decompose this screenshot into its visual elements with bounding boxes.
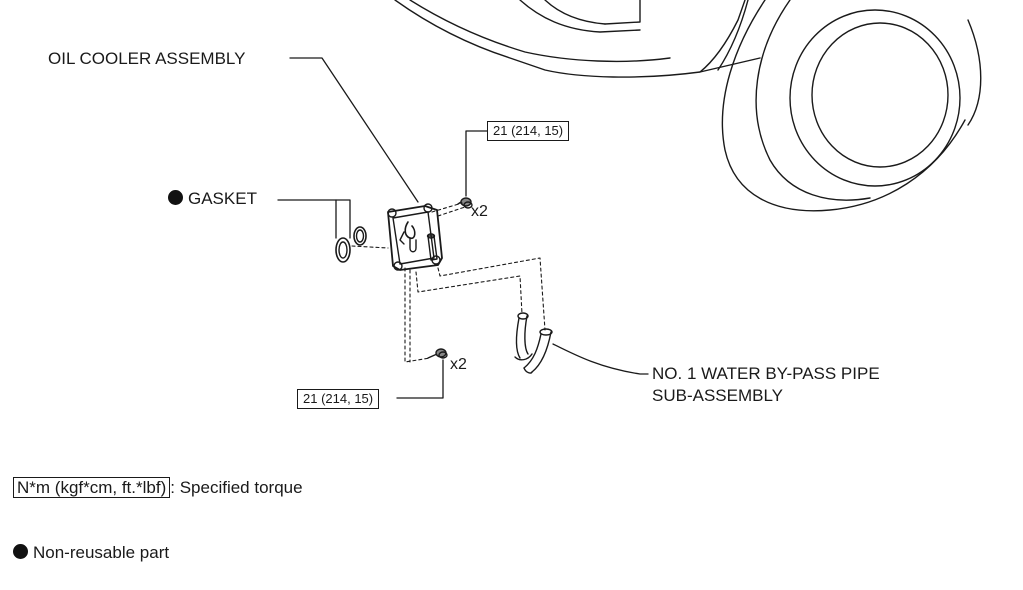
water-bypass-pipes bbox=[514, 312, 553, 374]
legend-torque-desc: : Specified torque bbox=[170, 478, 303, 497]
gasket-label-group: GASKET bbox=[168, 189, 257, 209]
legend-non-reusable: Non-reusable part bbox=[13, 543, 169, 563]
assembly-dashed-lines bbox=[351, 202, 546, 363]
oil-cooler-assembly-label: OIL COOLER ASSEMBLY bbox=[48, 49, 246, 68]
vehicle-body-outline bbox=[394, 0, 761, 78]
gasket-rings bbox=[335, 226, 367, 263]
legend-torque-unit-box: N*m (kgf*cm, ft.*lbf) bbox=[13, 477, 171, 498]
torque-spec-upper: 21 (214, 15) bbox=[487, 121, 570, 141]
torque-spec-lower: 21 (214, 15) bbox=[297, 389, 380, 409]
non-reusable-marker-icon bbox=[168, 190, 183, 205]
legend-torque: N*m (kgf*cm, ft.*lbf): Specified torque bbox=[13, 477, 303, 498]
quantity-upper: x2 bbox=[471, 203, 488, 220]
oil-cooler-assembly bbox=[387, 203, 443, 271]
gasket-label: GASKET bbox=[188, 189, 257, 208]
filled-circle-icon bbox=[13, 544, 28, 559]
wheel-tire bbox=[721, 0, 982, 212]
quantity-lower: x2 bbox=[450, 356, 467, 373]
upper-bolts bbox=[457, 197, 473, 209]
legend-non-reusable-text: Non-reusable part bbox=[33, 543, 170, 562]
water-bypass-pipe-label-line1: NO. 1 WATER BY-PASS PIPE bbox=[652, 364, 880, 383]
lower-bolt bbox=[427, 348, 448, 359]
leader-lines bbox=[277, 57, 649, 399]
water-bypass-pipe-label-line2: SUB-ASSEMBLY bbox=[652, 386, 784, 405]
